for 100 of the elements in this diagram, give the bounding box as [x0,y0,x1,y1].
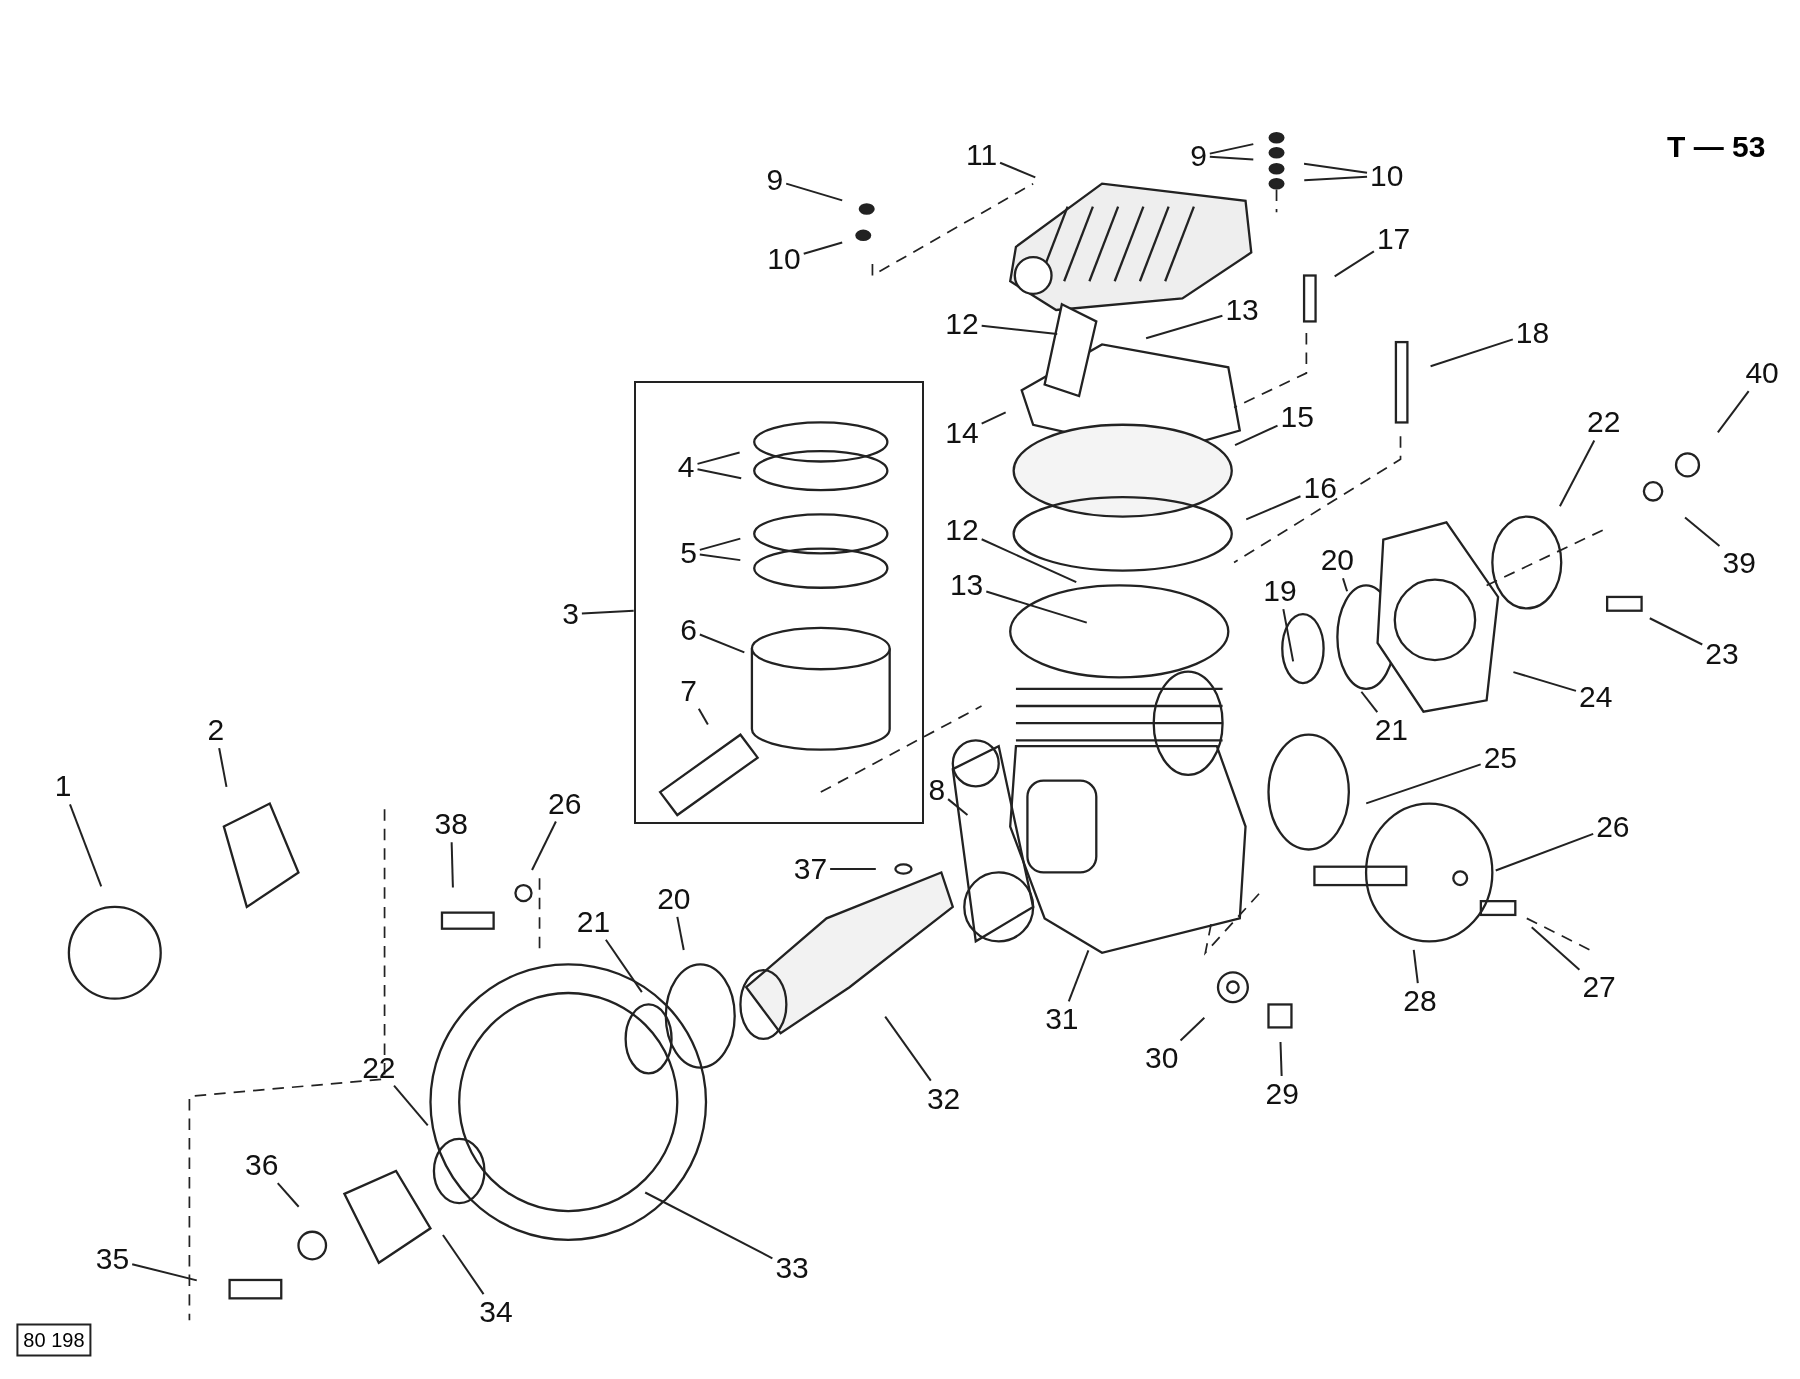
callout-number: 16 [1302,471,1338,504]
leader-line [1558,439,1596,508]
callout-number: 35 [94,1243,131,1276]
callout-number: 30 [1144,1042,1180,1075]
leader-line [698,633,746,654]
leader-line [1333,250,1375,278]
leader-line [393,1084,429,1127]
leader-line [276,1182,300,1208]
callout-number: 26 [547,787,583,820]
leader-line [1684,516,1721,548]
leader-line [1245,495,1302,521]
callout-number: 33 [774,1252,810,1285]
leader-line [441,1233,485,1296]
leader-line [829,868,877,870]
leader-line [698,537,742,551]
callout-number: 20 [656,882,692,915]
callout-number: 9 [1189,140,1208,173]
callout-number: 27 [1581,971,1617,1004]
callout-number: 19 [1262,575,1298,608]
leader-line [1145,314,1224,340]
leader-line [802,241,844,255]
callout-number: 38 [433,808,469,841]
leader-line [1282,608,1295,663]
callout-number: 37 [792,853,829,885]
callout-number: 20 [1319,544,1356,577]
callout-number: 18 [1514,316,1551,349]
leader-line [947,798,969,817]
callout-number: 2 [206,714,226,747]
leader-line [1512,671,1577,692]
callout-number: 17 [1375,222,1412,255]
callout-number: 26 [1595,810,1631,843]
callout-number: 22 [1586,406,1622,439]
callout-number: 9 [765,164,785,197]
group-frame [633,381,925,825]
leader-line [785,182,844,202]
leader-line [1279,1041,1283,1077]
leader-line [1303,162,1369,174]
leader-line [696,451,741,465]
page-code: T — 53 [1667,129,1766,164]
callout-number: 21 [575,905,612,938]
leader-line [69,803,103,888]
callout-number: 24 [1577,680,1614,713]
callout-number: 22 [361,1051,397,1084]
callout-number: 25 [1482,741,1519,774]
callout-number: 28 [1402,985,1438,1017]
leader-line [218,747,228,788]
leader-line [531,820,557,871]
leader-line [1412,948,1419,984]
leader-line [697,707,709,726]
leader-line [644,1191,774,1260]
callout-number: 13 [1224,293,1260,326]
callout-number: 36 [244,1149,280,1182]
callout-number: 32 [925,1082,962,1115]
callout-number: 12 [944,514,980,547]
callout-number: 31 [1044,1003,1080,1036]
callout-number: 23 [1704,638,1740,671]
callout-number: 13 [948,569,985,602]
callout-number: 10 [1369,159,1405,192]
leader-line [1342,577,1349,593]
callout-number: 4 [676,450,696,483]
leader-line [1179,1016,1206,1042]
callout-number: 40 [1744,357,1780,390]
callout-number: 34 [478,1296,514,1329]
leader-line [1303,175,1369,182]
leader-line [1494,832,1595,872]
leader-line [698,553,742,562]
leader-line [980,324,1059,335]
leader-line [980,411,1007,425]
callout-number: 21 [1373,714,1409,747]
leader-line [1648,617,1704,646]
callout-number: 3 [561,598,580,631]
leader-line [696,468,743,480]
leader-line [1429,338,1514,368]
leader-line [1365,763,1482,805]
callout-number: 7 [679,674,698,707]
leader-line [884,1015,932,1082]
callout-number: 39 [1721,546,1757,579]
leader-line [1208,143,1255,155]
callout-number: 15 [1279,400,1315,433]
callout-number: 14 [944,416,980,449]
leader-line [999,161,1037,179]
callout-number: 1 [53,770,73,803]
leader-line [450,841,454,889]
callout-number: 29 [1264,1078,1300,1110]
leader-line [580,609,635,615]
leader-line [1530,926,1581,971]
callout-number: 8 [927,773,947,806]
leader-line [1067,949,1090,1003]
leader-line [676,915,685,952]
leader-line [1716,390,1750,434]
callout-number: 10 [766,243,802,276]
drawing-number: 80 198 [16,1323,92,1357]
leader-line [1360,690,1379,714]
callout-number: 12 [944,307,980,340]
leader-line [985,590,1088,624]
leader-line [604,938,643,994]
leader-line [1208,155,1255,161]
leader-line [1234,424,1279,447]
callout-number: 6 [679,613,698,646]
leader-line [131,1263,198,1282]
